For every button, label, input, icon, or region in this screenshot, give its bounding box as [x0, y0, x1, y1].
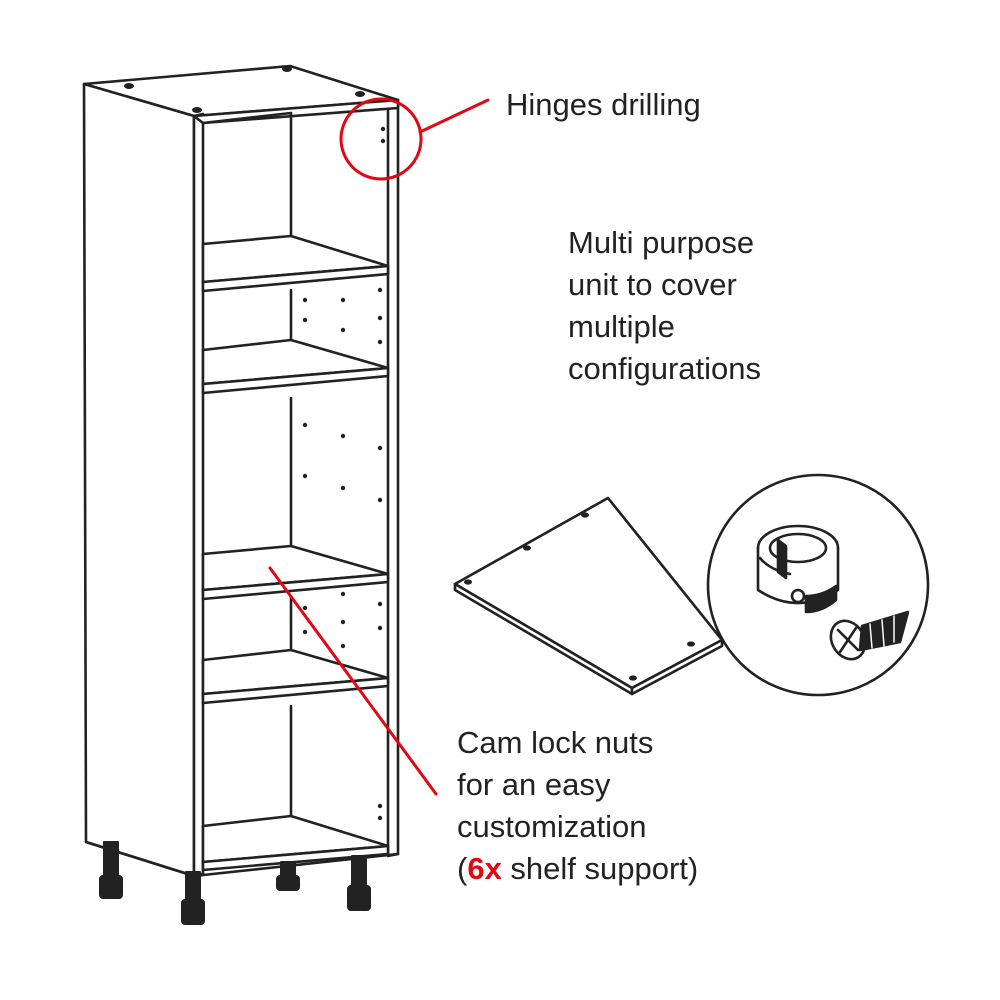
cam-lock-line-2: for an easy	[457, 767, 611, 802]
cabinet-left-side-panel	[82, 82, 196, 878]
cabinet-left-front-edge	[192, 112, 205, 878]
hinges-drilling-text: Hinges drilling	[506, 87, 701, 122]
hinges-callout-circle	[339, 97, 423, 181]
cam-lock-callout-line	[268, 566, 438, 796]
cam-lock-count-highlight: 6x	[467, 851, 502, 886]
multi-purpose-line-3: multiple	[568, 309, 675, 344]
hinges-drilling-label: Hinges drilling	[506, 84, 701, 126]
shelf-support-holes	[302, 126, 386, 821]
loose-shelf-panel	[453, 496, 724, 696]
cabinet-legs	[99, 841, 371, 925]
cam-lock-line-4-rest: shelf support)	[501, 851, 699, 886]
cam-lock-line-3: customization	[457, 809, 647, 844]
cam-lock-label: Cam lock nuts for an easy customization …	[457, 722, 698, 890]
cam-lock-line-4: (6x shelf support)	[457, 848, 698, 890]
multi-purpose-label: Multi purpose unit to cover multiple con…	[568, 222, 761, 390]
cam-lock-detail	[706, 473, 930, 697]
multi-purpose-line-2: unit to cover	[568, 267, 737, 302]
hinges-callout-line	[418, 98, 490, 134]
cam-lock-line-1: Cam lock nuts	[457, 725, 654, 760]
multi-purpose-line-1: Multi purpose	[568, 225, 755, 260]
multi-purpose-line-4: configurations	[568, 351, 762, 386]
cam-lock-paren: (	[457, 851, 468, 886]
